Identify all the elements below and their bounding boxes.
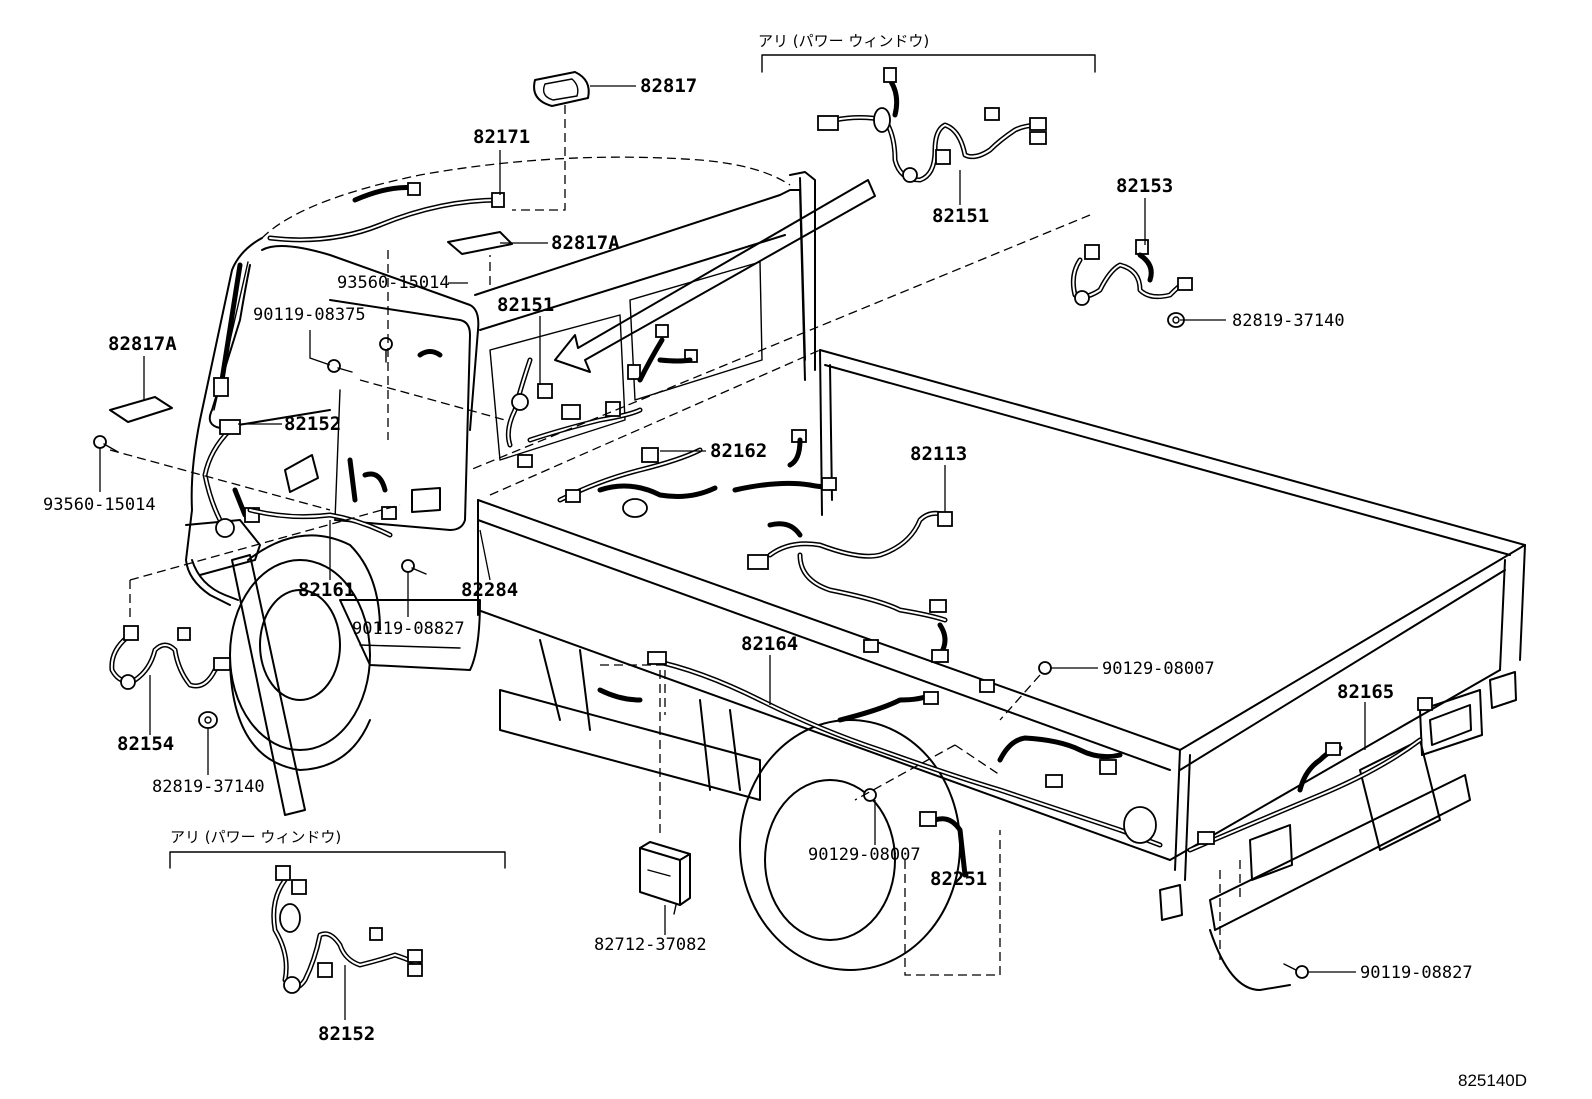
label-90119-08827-mid: 90119-08827 [352, 619, 465, 639]
label-82151-top: 82151 [932, 205, 989, 227]
harness-82251 [919, 811, 968, 878]
grommet-82819-right [1167, 312, 1185, 328]
note-power-window-bottom: アリ (パワー ウィンドウ) [170, 828, 341, 846]
seal-82817A-top [447, 231, 513, 255]
label-82819-right: 82819-37140 [1232, 311, 1345, 331]
detached-harness-82153 [1070, 239, 1193, 306]
label-82817A-top: 82817A [551, 232, 620, 254]
grommet-82819-left [198, 711, 218, 729]
label-82162: 82162 [710, 440, 767, 462]
label-93560-top: 93560-15014 [337, 273, 450, 293]
frame-harness-82164 [597, 651, 1163, 848]
label-82819-left: 82819-37140 [152, 777, 265, 797]
cab-harness-82161 [247, 457, 397, 538]
cargo-bed [477, 349, 1526, 991]
direction-arrow [554, 179, 876, 373]
cab-harness-82162 [517, 324, 718, 518]
label-82161: 82161 [298, 579, 355, 601]
grommet-82817 [533, 71, 590, 107]
part-labels: アリ (パワー ウィンドウ) アリ (パワー ウィンドウ) 82817 8217… [43, 32, 1527, 1090]
bed-harness-82113 [732, 429, 953, 663]
bracket-top [761, 54, 1096, 73]
label-82171: 82171 [473, 126, 530, 148]
bracket-bottom [169, 851, 506, 869]
label-82817A-left: 82817A [108, 333, 177, 355]
dashed-leaders [109, 105, 1241, 960]
label-93560-left: 93560-15014 [43, 495, 156, 515]
label-90129-mid: 90129-08007 [808, 845, 921, 865]
label-82284: 82284 [461, 579, 518, 601]
roof-harness-82171 [213, 182, 505, 397]
cab-harness-82151 [417, 349, 553, 448]
label-leaders [99, 85, 1366, 1020]
label-82817: 82817 [640, 75, 697, 97]
label-82251: 82251 [930, 868, 987, 890]
label-82153: 82153 [1116, 175, 1173, 197]
detached-harness-82152-bottom [271, 865, 423, 994]
label-90119-08827-right: 90119-08827 [1360, 963, 1473, 983]
label-82154: 82154 [117, 733, 174, 755]
label-90129-right: 90129-08007 [1102, 659, 1215, 679]
truck-cab [185, 156, 816, 816]
diagram-code: 825140D [1458, 1071, 1527, 1090]
label-82165: 82165 [1337, 681, 1394, 703]
detached-harness-82154 [109, 625, 231, 690]
relay-block-82712 [639, 841, 691, 915]
label-82164: 82164 [741, 633, 798, 655]
note-power-window-top: アリ (パワー ウィンドウ) [758, 32, 929, 50]
tail-harness-82165 [1187, 697, 1433, 853]
detached-harness-82151 [817, 67, 1047, 183]
label-90119-08375: 90119-08375 [253, 305, 366, 325]
label-82151-cab: 82151 [497, 294, 554, 316]
seal-82817A-left [109, 396, 173, 423]
label-82152-bottom: 82152 [318, 1023, 375, 1045]
label-82152-cab: 82152 [284, 413, 341, 435]
label-82113: 82113 [910, 443, 967, 465]
label-82712: 82712-37082 [594, 935, 707, 955]
